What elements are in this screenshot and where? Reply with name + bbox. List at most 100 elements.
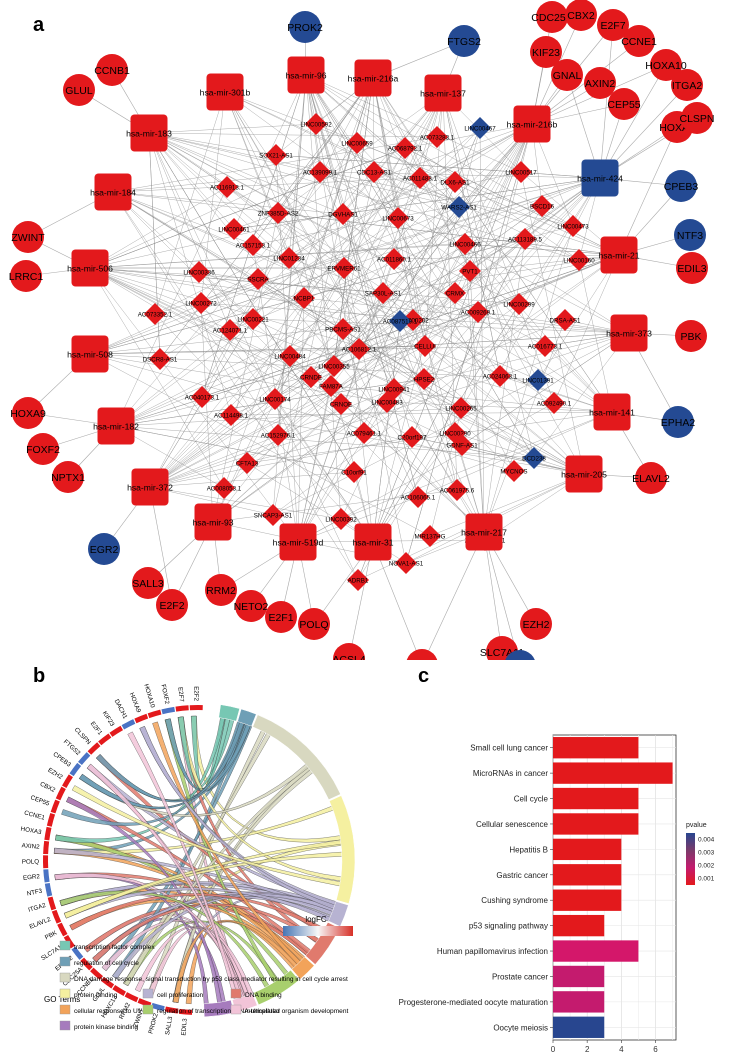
network-edge	[305, 74, 522, 173]
mirna-label: hsa-mir-96	[285, 71, 326, 81]
network-edge	[89, 238, 526, 269]
chord-gene-segment-ccne1	[46, 812, 56, 827]
mirna-label: hsa-mir-217	[461, 528, 507, 538]
network-edge	[330, 123, 533, 387]
network-edge	[212, 238, 526, 523]
mirna-node-hsa-mir-216a: hsa-mir-216a	[348, 59, 399, 97]
lncrna-node-hpse2: HPSE2	[413, 368, 435, 390]
lncrna-node-mycnos: MYCNOS	[500, 460, 528, 482]
lncrna-label: AC011483.1	[403, 176, 438, 183]
gene-node-e2f1: E2F1	[265, 601, 297, 633]
category-label: Cell cycle	[514, 795, 549, 804]
category-label: Human papillomavirus infection	[437, 947, 548, 956]
gene-node-kif23: KIF23	[530, 36, 562, 68]
lncrna-node-linc00466: LINC00466	[449, 233, 481, 255]
network-edge	[305, 74, 580, 261]
network-edge	[442, 92, 501, 377]
lncrna-node-linc01234: LINC01234	[273, 247, 305, 269]
chord-gene-segment-kif23	[109, 725, 124, 737]
network-edge	[277, 212, 620, 256]
network-edge	[537, 254, 620, 381]
gene-label: CLSPN	[679, 113, 714, 125]
lncrna-node-linc00467: LINC00467	[464, 117, 496, 139]
lncrna-node-linc00299: LINC00299	[503, 293, 535, 315]
lncrna-node-pvt1: PVT1	[459, 260, 481, 282]
bar-cellular-senescence	[553, 813, 639, 835]
lncrna-label: AC124071.1	[213, 328, 248, 335]
lncrna-node-ac157153-1: AC157153.1	[236, 234, 271, 256]
gene-node-pbk: PBK	[675, 320, 707, 352]
network-edge	[148, 123, 317, 134]
pvalue-legend-tick: 0.004	[698, 837, 715, 844]
network-edge	[330, 385, 613, 413]
go-legend-title: GO Terms	[44, 995, 80, 1004]
network-edge	[252, 92, 444, 320]
mirna-node-hsa-mir-182: hsa-mir-182	[93, 407, 139, 445]
chord-go-segment-regulation-of-transcription-dna-templated	[253, 969, 300, 1006]
mirna-label: hsa-mir-137	[420, 89, 466, 99]
mirna-label: hsa-mir-184	[90, 188, 136, 198]
go-legend-item-dna-damage-response-signal-transduction-: DNA damage response, signal transduction…	[59, 972, 348, 983]
gene-node-hoxc13: HOXC13	[401, 649, 443, 660]
lncrna-node-linc00174: LINC00174	[259, 388, 291, 410]
gene-label: EDIL3	[677, 263, 706, 275]
network-edge	[89, 267, 463, 446]
network-edge	[148, 132, 355, 473]
bar-micrornas-in-cancer	[553, 762, 673, 784]
network-edge	[112, 191, 279, 436]
lncrna-node-drsa-as1: DRSA-AS1	[550, 309, 581, 331]
x-tick-label: 0	[551, 1045, 556, 1054]
network-edge	[149, 205, 543, 488]
category-label: Progesterone-mediated oocyte maturation	[399, 998, 548, 1007]
lncrna-label: LINC00202	[397, 318, 429, 325]
lncrna-label: AC157153.1	[236, 243, 271, 250]
network-edge	[429, 123, 533, 537]
network-edge	[297, 401, 388, 543]
network-edge	[149, 471, 355, 488]
lncrna-node-fam87a: FAM87A	[319, 375, 344, 397]
lncrna-node-linc00484: LINC00484	[274, 345, 306, 367]
go-legend-item-protein-kinase-binding: protein kinase binding	[59, 1020, 138, 1031]
network-edge	[305, 74, 460, 208]
lncrna-label: LINC00272	[185, 301, 217, 308]
chord-go-segment-cellular-response-to-uv	[291, 956, 315, 980]
network-edge	[315, 123, 620, 256]
network-edge	[149, 401, 388, 488]
network-edge	[200, 302, 374, 543]
network-edge	[372, 238, 526, 543]
go-legend-item-transcription-factor-complex: transcription factor complex	[59, 940, 155, 951]
chord-gene-segment-axin2	[43, 840, 50, 855]
lncrna-label: LINC00473	[557, 224, 589, 231]
lncrna-label: AC061975.6	[440, 488, 475, 495]
network-edge	[89, 267, 345, 355]
network-edge	[229, 329, 374, 543]
network-edge	[483, 319, 566, 533]
gene-node-ccne1: CCNE1	[621, 25, 657, 57]
network-edge	[373, 171, 620, 256]
svg-text:multicellular organism develop: multicellular organism development	[245, 1008, 349, 1015]
network-edge	[112, 191, 419, 498]
gene-label: SALL3	[132, 578, 164, 590]
mirna-label: hsa-mir-216b	[507, 120, 558, 130]
mirna-label: hsa-mir-508	[67, 350, 113, 360]
lncrna-node-dlx6-as1: DLX6-AS1	[440, 171, 470, 193]
chord-gene-segment-hoxa3	[44, 826, 52, 841]
network-edge	[149, 432, 365, 488]
lncrna-node-ac116913-1: AC116913.1	[210, 176, 245, 198]
network-edge	[599, 24, 614, 179]
network-edge	[89, 267, 332, 387]
lncrna-label: CDC13-AS1	[357, 170, 392, 177]
chord-go-segment-protein-binding	[329, 795, 356, 904]
lncrna-node-dcd238: DCD238	[522, 447, 546, 469]
category-label: Cushing syndrome	[481, 896, 548, 905]
network-edge	[423, 177, 601, 380]
network-edge	[246, 462, 374, 543]
lncrna-label: MYCNOS	[500, 469, 527, 476]
lncrna-label: AC079461.1	[347, 431, 382, 438]
network-edge	[212, 212, 279, 523]
lncrna-node-ac106065-1: AC106065.1	[401, 486, 436, 508]
category-label: Cellular senescence	[476, 820, 549, 829]
gene-label: HOXA9	[10, 408, 46, 420]
lncrna-label: ADRB1	[348, 578, 369, 585]
network-edge	[342, 213, 585, 475]
